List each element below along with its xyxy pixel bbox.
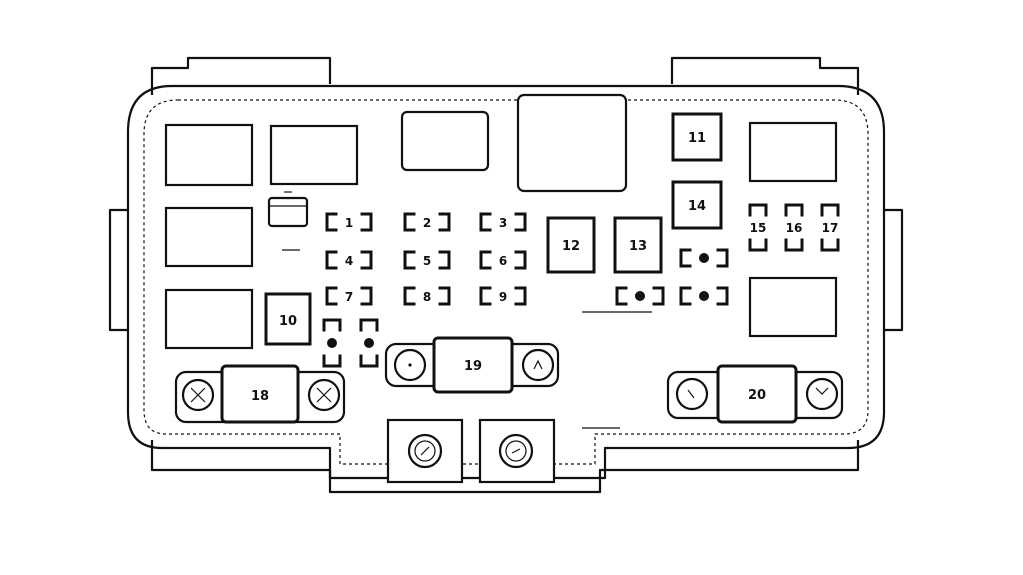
fuse-3-label: 3 xyxy=(499,216,507,230)
fuse-9: 9 xyxy=(479,286,527,306)
fuse-6: 6 xyxy=(479,250,527,270)
main-fuse-18: 18 xyxy=(174,364,346,424)
main-fuse-20: 20 xyxy=(666,364,844,424)
relay-10-label: 10 xyxy=(279,314,297,329)
relay-12-label: 12 xyxy=(562,239,580,254)
relay-socket xyxy=(748,121,838,183)
fuse-7-label: 7 xyxy=(345,290,353,304)
relay-11 xyxy=(671,112,723,162)
fuse-5-label: 5 xyxy=(423,254,431,268)
fuse-3: 3 xyxy=(479,212,527,232)
fuse-17: 17 xyxy=(820,203,840,252)
relay-socket xyxy=(164,206,254,268)
fuse-2: 2 xyxy=(403,212,451,232)
main-fuse-20-label: 20 xyxy=(748,388,766,403)
main-fuse-18-label: 18 xyxy=(251,389,269,404)
connector-clip xyxy=(267,196,309,228)
fuse-8: 8 xyxy=(403,286,451,306)
fuse-6-label: 6 xyxy=(499,254,507,268)
main-fuse-19: 19 xyxy=(384,336,560,394)
fuse-1: 1 xyxy=(325,212,373,232)
fuse-2-label: 2 xyxy=(423,216,431,230)
fuse-8-label: 8 xyxy=(423,290,431,304)
relay-14 xyxy=(671,180,723,230)
relay-11-label: 11 xyxy=(688,131,706,146)
spare-fuse-dot xyxy=(327,338,337,348)
relay-socket xyxy=(748,276,838,338)
housing xyxy=(108,56,904,494)
fuse-1-label: 1 xyxy=(345,216,353,230)
fuse-5: 5 xyxy=(403,250,451,270)
relay-socket xyxy=(516,93,628,193)
mini-fuses: 1 2 3 4 5 6 7 8 xyxy=(325,212,527,306)
spare-fuse-slots xyxy=(322,248,729,368)
fuse-15-label: 15 xyxy=(750,221,767,235)
relay-13-label: 13 xyxy=(629,239,647,254)
vertical-fuses: 15 16 17 xyxy=(748,203,840,252)
fuse-7: 7 xyxy=(325,286,373,306)
fuse-4: 4 xyxy=(325,250,373,270)
spare-fuse-dot xyxy=(699,291,709,301)
relay-10 xyxy=(264,292,312,346)
relay-socket xyxy=(164,288,254,350)
fuse-4-label: 4 xyxy=(345,254,353,268)
numbered-relays: 10 11 12 13 14 xyxy=(264,112,723,346)
fuse-16-label: 16 xyxy=(786,221,803,235)
relay-socket xyxy=(164,123,254,187)
fuse-15: 15 xyxy=(748,203,768,252)
spare-fuse-dot xyxy=(635,291,645,301)
fuse-9-label: 9 xyxy=(499,290,507,304)
spare-fuse-dot xyxy=(364,338,374,348)
relay-sockets xyxy=(164,93,838,429)
relay-12 xyxy=(546,216,596,274)
relay-socket xyxy=(400,110,490,172)
main-fuse-19-label: 19 xyxy=(464,359,482,374)
relay-13 xyxy=(613,216,663,274)
terminal-posts xyxy=(386,418,556,484)
relay-14-label: 14 xyxy=(688,199,706,214)
fuse-17-label: 17 xyxy=(822,221,839,235)
relay-socket xyxy=(269,124,359,186)
spare-fuse-dot xyxy=(699,253,709,263)
fuse-16: 16 xyxy=(784,203,804,252)
